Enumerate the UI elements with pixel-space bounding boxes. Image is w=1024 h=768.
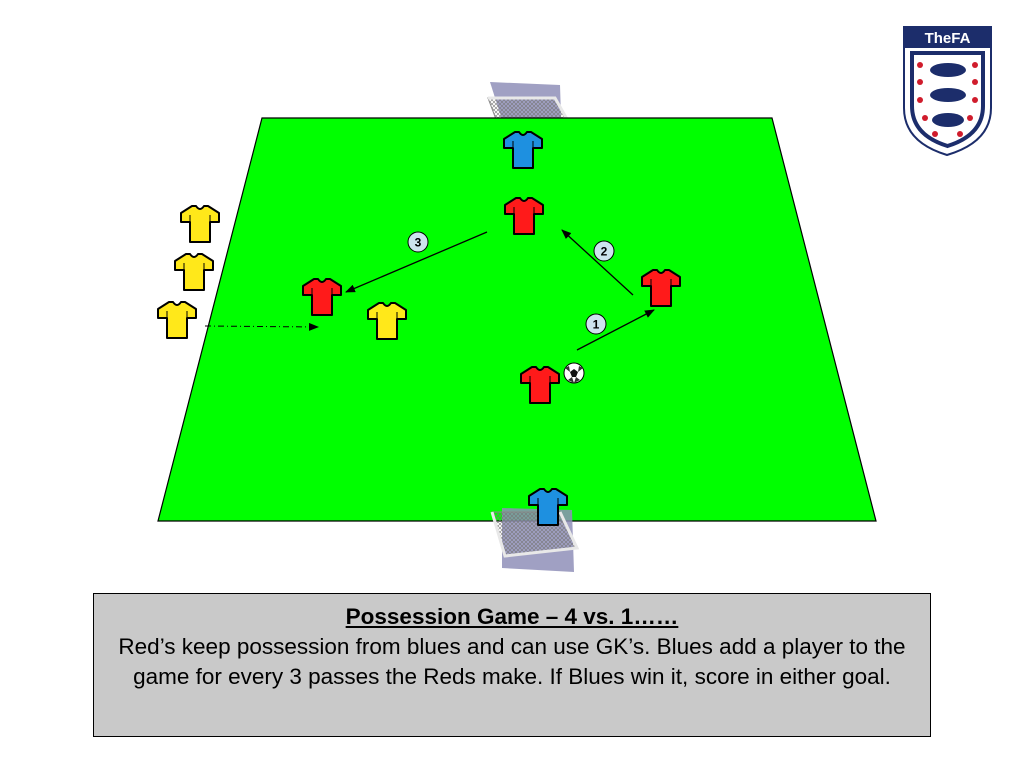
drill-description-box: Possession Game – 4 vs. 1…… Red’s keep p…	[93, 593, 931, 737]
bottom-goal-icon	[490, 508, 580, 572]
drill-title: Possession Game – 4 vs. 1……	[345, 604, 679, 629]
svg-text:2: 2	[601, 245, 608, 259]
pass-arrow-2	[561, 229, 634, 296]
yellow-waiting-2-shirt-icon	[174, 253, 214, 291]
pass-label-1: 1	[585, 313, 607, 335]
yellow-waiting-3-shirt-icon	[157, 301, 197, 339]
svg-text:3: 3	[415, 236, 422, 250]
pass-arrow-3	[345, 231, 488, 293]
pass-arrow-1	[576, 309, 655, 351]
drill-description: Red’s keep possession from blues and can…	[118, 634, 906, 689]
svg-text:1: 1	[593, 318, 600, 332]
svg-text:TheFA: TheFA	[925, 30, 971, 47]
fa-crest-icon: TheFA	[903, 26, 992, 157]
pitch	[157, 117, 877, 522]
pass-label-3: 3	[407, 231, 429, 253]
ball-icon	[563, 362, 585, 384]
pass-label-2: 2	[593, 240, 615, 262]
run-arrow	[204, 322, 319, 331]
yellow-waiting-1-shirt-icon	[180, 205, 220, 243]
